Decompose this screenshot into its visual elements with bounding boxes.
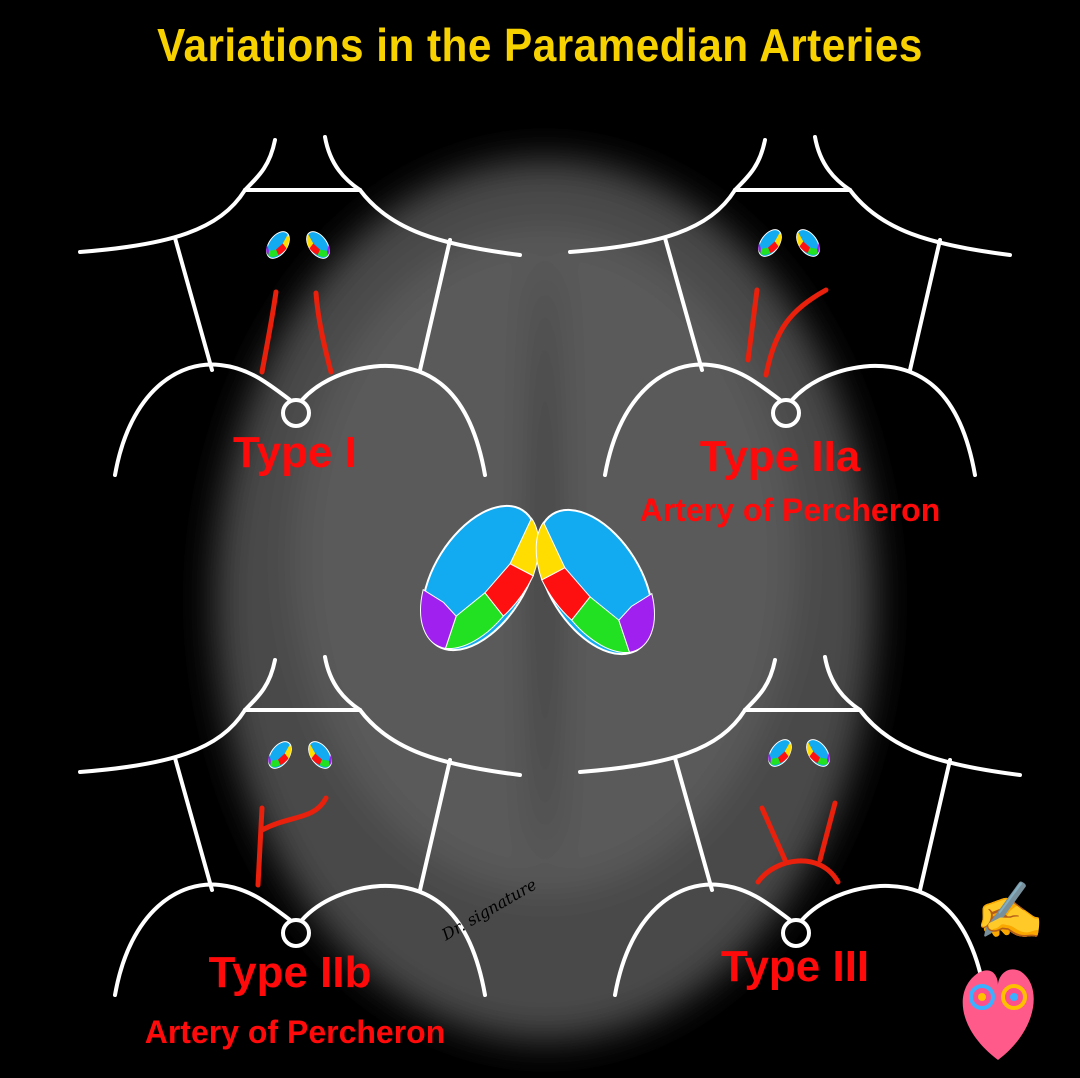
artery-type2a-b (763, 287, 829, 378)
central-thalami (420, 504, 655, 656)
artery-type1-left (259, 289, 279, 375)
sublabel-type-2a: Artery of Percheron (639, 492, 941, 528)
artery-type3 (755, 800, 841, 885)
writing-hand-icon: ✍️ (975, 879, 1045, 942)
artery-type1-right (313, 290, 334, 375)
sublabel-type-2b: Artery of Percheron (144, 1014, 446, 1050)
page-title: Variations in the Paramedian Arteries (157, 19, 923, 71)
artery-type2b (255, 795, 329, 888)
label-type-2b: Type IIb (208, 948, 372, 997)
heart-logo-icon (962, 969, 1034, 1060)
label-type-3: Type III (720, 942, 870, 991)
label-type-2a: Type IIa (699, 432, 861, 481)
label-type-1: Type I (233, 428, 357, 477)
artery-type2a-a (745, 287, 760, 363)
